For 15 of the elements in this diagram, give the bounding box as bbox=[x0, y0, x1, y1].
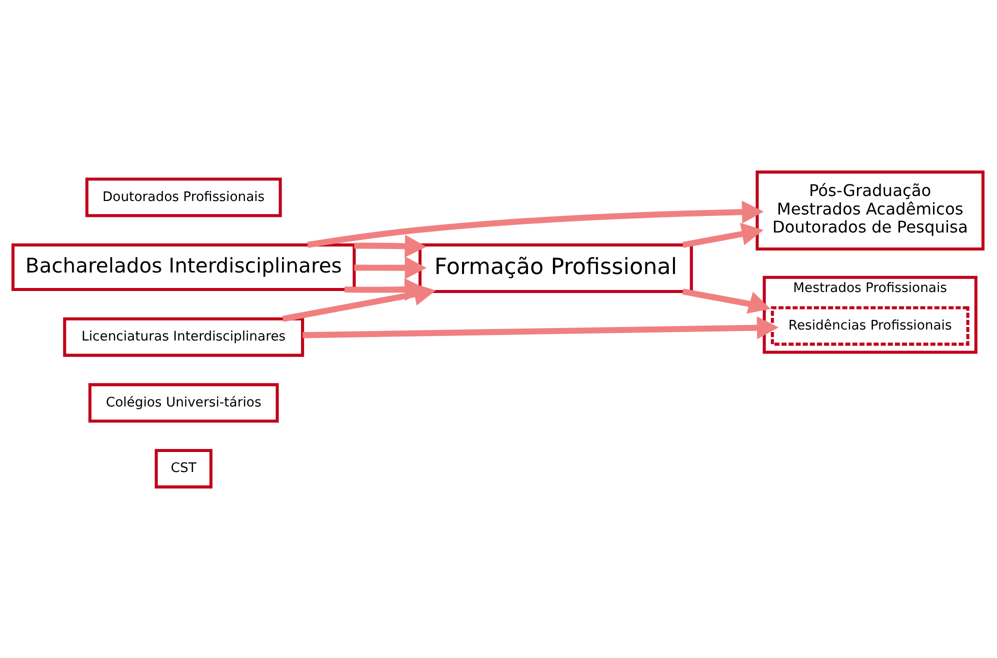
node-box: Pós-Graduação Mestrados Acadêmicos Doutorados de Pesquisa bbox=[756, 170, 985, 250]
node-box: Licenciaturas Interdisciplinares bbox=[63, 316, 304, 356]
node-box: Colégios Universi-tários bbox=[88, 382, 279, 422]
arrow bbox=[682, 222, 764, 248]
arrow bbox=[302, 316, 779, 339]
node-box: Formação Profissional bbox=[418, 242, 693, 293]
arrow bbox=[282, 282, 436, 322]
node-box: Residências Profissionais bbox=[770, 306, 970, 346]
node-box: Doutorados Profissionais bbox=[85, 177, 282, 217]
arrow bbox=[354, 234, 427, 258]
arrow bbox=[307, 200, 764, 248]
node-box: CST bbox=[154, 448, 212, 488]
node-box: Bacharelados Interdisciplinares bbox=[11, 242, 356, 291]
arrow bbox=[682, 288, 771, 314]
arrow bbox=[354, 256, 427, 279]
